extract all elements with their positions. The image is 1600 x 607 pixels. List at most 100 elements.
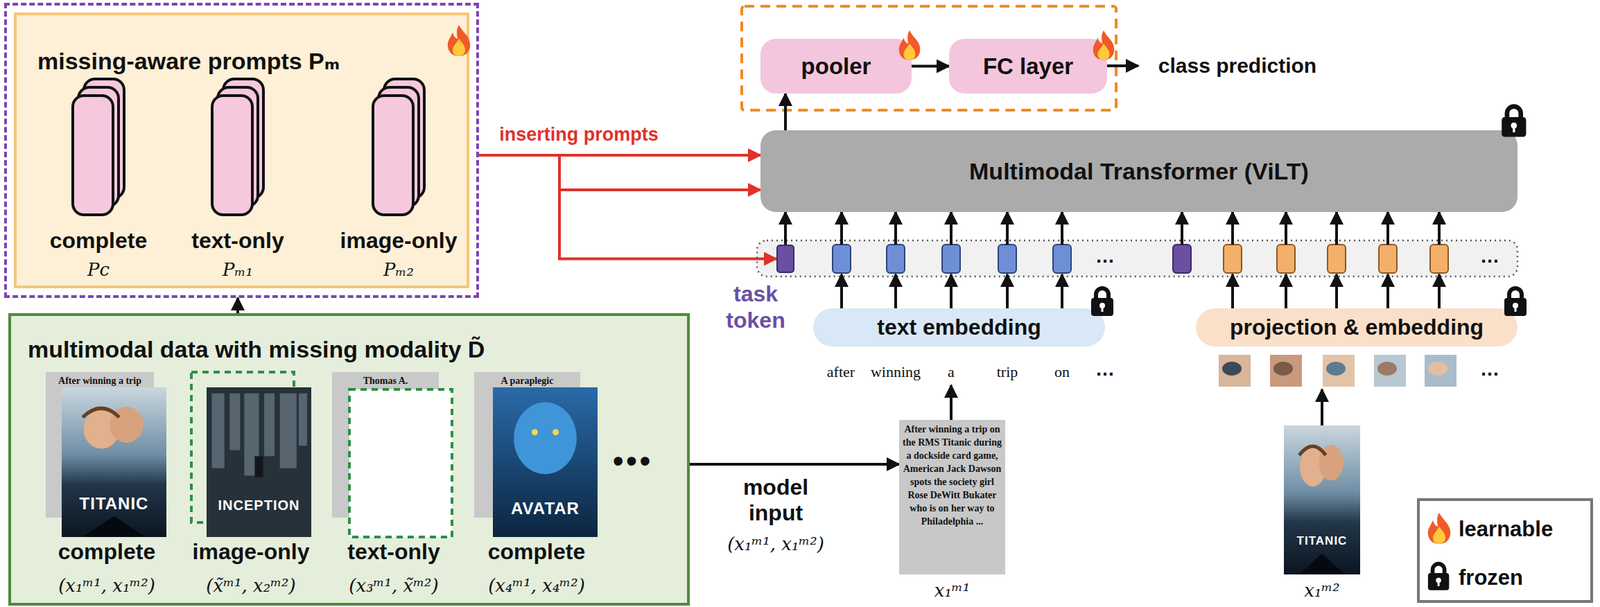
pooler-box: pooler bbox=[760, 38, 912, 94]
poster-building bbox=[280, 393, 297, 469]
text-slot: (x̃ᵐ¹, x₂ᵐ²) bbox=[181, 574, 321, 598]
poster-ground bbox=[492, 387, 598, 538]
image-token bbox=[1430, 244, 1449, 274]
text-slot: image-only bbox=[181, 537, 321, 566]
box-label: projection & embedding bbox=[1229, 314, 1484, 341]
ellipsis: … bbox=[1480, 358, 1500, 381]
lock-keyhole bbox=[1514, 306, 1517, 312]
poster-building bbox=[264, 393, 275, 457]
sample-label: text-only bbox=[347, 539, 440, 565]
box-label: Multimodal Transformer (ViLT) bbox=[969, 158, 1309, 186]
math-label: x₁ᵐ² bbox=[1303, 580, 1340, 602]
math-label: Pₘ₂ bbox=[383, 259, 414, 281]
task-token: task token bbox=[776, 244, 795, 274]
text-slot: Pₘ₂ bbox=[329, 257, 468, 283]
lock-keyhole bbox=[1101, 306, 1104, 312]
token-sequence-band bbox=[757, 240, 1518, 277]
legend-entry: frozen bbox=[1458, 562, 1589, 594]
card-text: Thomas A. bbox=[363, 374, 409, 388]
panel-title: multimodal data with missing modality D̃ bbox=[27, 336, 485, 364]
text-slot: image-only bbox=[329, 226, 468, 255]
flow-arrow bbox=[1180, 212, 1184, 245]
connector-arrow bbox=[479, 155, 777, 260]
text-slot: After winning a trip on the RMS Titanic … bbox=[901, 422, 1003, 572]
sample-label: complete bbox=[58, 539, 156, 565]
text-slot: Multimodal Transformer (ViLT) bbox=[760, 130, 1518, 213]
text-slot: task token bbox=[714, 280, 798, 337]
fc-layer-box: FC layer bbox=[949, 38, 1108, 94]
text-slot: text-only bbox=[324, 537, 464, 566]
edge-label: inserting prompts bbox=[499, 124, 659, 146]
poster-building bbox=[298, 393, 308, 447]
text-slot: after bbox=[702, 354, 980, 390]
flow-arrow bbox=[1284, 212, 1288, 245]
text-slot: … bbox=[966, 352, 1244, 387]
poster-title: TITANIC bbox=[79, 494, 150, 514]
image-patch-detail bbox=[1222, 361, 1242, 376]
text-slot: ••• bbox=[494, 443, 772, 479]
poster-image bbox=[61, 387, 167, 538]
missing-modality-outline bbox=[349, 389, 452, 538]
text-slot: (x₄ᵐ¹, x₄ᵐ²) bbox=[467, 574, 606, 598]
poster-image bbox=[206, 387, 312, 538]
poster-image bbox=[492, 387, 598, 538]
text-slot: (x₁ᵐ¹, x₁ᵐ²) bbox=[37, 574, 177, 598]
poster-ship bbox=[1299, 553, 1345, 575]
flame-icon bbox=[1428, 512, 1451, 545]
text-slot: TITANIC bbox=[1283, 531, 1361, 552]
prompt-stack: image-onlyPₘ₂ bbox=[329, 75, 468, 284]
flow-arrow bbox=[1060, 212, 1064, 245]
node-illustration bbox=[467, 368, 606, 606]
sample-item: A paraplegicAVATARcomplete(x₄ᵐ¹, x₄ᵐ²) bbox=[467, 368, 606, 606]
task-token-mark bbox=[1172, 244, 1191, 274]
flow-arrow bbox=[1320, 389, 1324, 426]
flame-inner bbox=[452, 38, 466, 57]
text-slot: complete bbox=[29, 226, 168, 255]
flow-arrow bbox=[894, 274, 898, 309]
lock-icon bbox=[1091, 288, 1114, 317]
text-slot: (x₃ᵐ¹, x̃ᵐ²) bbox=[324, 574, 464, 598]
math-label: (x₄ᵐ¹, x₄ᵐ²) bbox=[488, 575, 586, 597]
image-patch-detail bbox=[1273, 361, 1293, 376]
node-illustration bbox=[1283, 425, 1361, 575]
sample-label: complete bbox=[488, 539, 586, 565]
embedding-box: projection & embedding bbox=[1195, 308, 1518, 347]
lock-icon bbox=[1504, 288, 1527, 317]
lock-keyhole bbox=[1437, 580, 1440, 587]
lock-body bbox=[1091, 298, 1114, 317]
connector-arrow bbox=[689, 463, 900, 466]
image-patch bbox=[1218, 354, 1251, 387]
word-token: trip bbox=[996, 363, 1019, 382]
flame-inner bbox=[1098, 43, 1110, 61]
prompt-label: text-only bbox=[191, 228, 284, 254]
flow-arrow bbox=[1231, 212, 1234, 245]
text-slot: projection & embedding bbox=[1195, 308, 1518, 347]
connector-arrow bbox=[784, 93, 787, 131]
poster-building bbox=[212, 393, 225, 469]
math-label: (x₁ᵐ¹, x₁ᵐ²) bbox=[58, 575, 156, 597]
flow-arrow bbox=[1437, 274, 1441, 309]
prompt-stack: completePc bbox=[29, 75, 168, 284]
flow-arrow bbox=[1231, 274, 1234, 309]
lock-body bbox=[1504, 298, 1527, 317]
legend-entry: learnable bbox=[1458, 514, 1589, 545]
ellipsis: … bbox=[1480, 245, 1500, 268]
node-illustration bbox=[37, 368, 177, 606]
flame-inner bbox=[1432, 526, 1446, 545]
math-label: (x̃ᵐ¹, x₂ᵐ²) bbox=[205, 575, 296, 597]
text-slot: (x₁ᵐ¹, x₁ᵐ²) bbox=[637, 526, 915, 562]
word-token: a bbox=[947, 363, 955, 382]
text-slot: Pₘ₁ bbox=[168, 257, 308, 283]
flame-outer bbox=[1428, 512, 1451, 545]
output-label: class prediction bbox=[1158, 54, 1317, 78]
math-label: Pₘ₁ bbox=[222, 259, 254, 281]
sample-item: Thomas A. text-only (x₃ᵐ¹, x̃ᵐ²) bbox=[324, 368, 464, 606]
flow-arrow bbox=[1437, 212, 1441, 245]
text-slot: complete bbox=[467, 537, 606, 566]
flame-outer bbox=[1093, 30, 1115, 61]
sample-item: After winning a tripTITANICcomplete(x₁ᵐ¹… bbox=[37, 368, 177, 606]
flow-arrow bbox=[1005, 274, 1009, 309]
flame-inner bbox=[903, 43, 916, 61]
prompt-card bbox=[212, 95, 253, 215]
